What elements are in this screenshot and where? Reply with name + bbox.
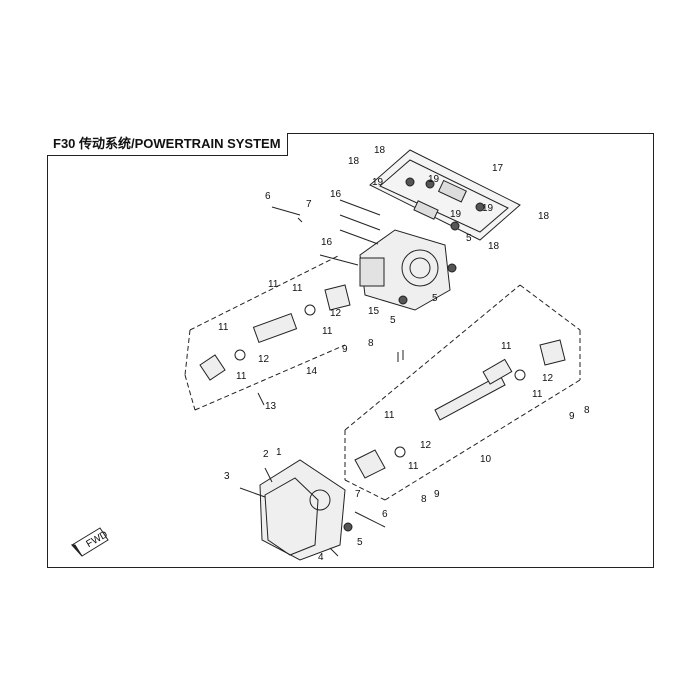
part-callout-9: 9 [569, 411, 575, 422]
bolt-3-part [239, 487, 266, 498]
part-callout-2: 2 [263, 449, 269, 460]
part-callout-13: 13 [265, 401, 277, 412]
part-callout-3: 3 [224, 471, 230, 482]
part-callout-11: 11 [384, 410, 395, 421]
bolt-4-part [329, 547, 339, 557]
part-callout-19: 19 [428, 174, 440, 185]
bolt-6-part [271, 206, 301, 216]
part-callout-11: 11 [501, 341, 512, 352]
bolt-13-part [257, 392, 265, 406]
bolt-6-lower-part [354, 511, 386, 528]
diagram-title: F30 传动系统/POWERTRAIN SYSTEM [47, 133, 288, 156]
part-callout-18: 18 [538, 211, 550, 222]
part-callout-9: 9 [434, 489, 440, 500]
part-callout-1: 1 [276, 447, 282, 458]
part-callout-16: 16 [330, 189, 342, 200]
part-callout-18: 18 [488, 241, 500, 252]
part-callout-5: 5 [466, 233, 472, 244]
part-callout-10: 10 [480, 454, 492, 465]
part-callout-5: 5 [357, 537, 363, 548]
part-callout-6: 6 [382, 509, 388, 520]
part-callout-7: 7 [306, 199, 312, 210]
part-callout-5: 5 [390, 315, 396, 326]
bolt-2-part [264, 467, 273, 483]
fwd-arrow-icon [70, 527, 109, 557]
part-callout-19: 19 [482, 203, 494, 214]
part-callout-16: 16 [321, 237, 333, 248]
part-callout-11: 11 [218, 322, 229, 333]
bolt-16-parts [319, 199, 381, 266]
drive-shaft-10-part [354, 339, 566, 479]
part-callout-18: 18 [374, 145, 386, 156]
part-callout-12: 12 [258, 354, 270, 365]
part-callout-6: 6 [265, 191, 271, 202]
part-callout-11: 11 [322, 326, 333, 337]
part-callout-11: 11 [268, 279, 279, 290]
part-callout-19: 19 [450, 209, 462, 220]
part-callout-8: 8 [368, 338, 374, 349]
part-callout-12: 12 [420, 440, 432, 451]
part-callout-9: 9 [342, 344, 348, 355]
part-callout-11: 11 [292, 283, 303, 294]
part-callout-12: 12 [542, 373, 554, 384]
part-callout-14: 14 [306, 366, 318, 377]
part-callout-7: 7 [355, 489, 361, 500]
diagram-frame [47, 133, 654, 568]
pin-7-part [297, 217, 303, 223]
front-differential-part [259, 459, 353, 561]
part-callout-11: 11 [236, 371, 247, 382]
rear-differential-part [359, 229, 457, 311]
part-callout-8: 8 [584, 405, 590, 416]
part-callout-5: 5 [432, 293, 438, 304]
part-callout-12: 12 [330, 308, 342, 319]
drive-shaft-14-part [199, 284, 351, 381]
part-callout-8: 8 [421, 494, 427, 505]
part-callout-11: 11 [408, 461, 419, 472]
part-callout-4: 4 [318, 552, 324, 563]
part-callout-15: 15 [368, 306, 380, 317]
part-callout-18: 18 [348, 156, 360, 167]
part-callout-11: 11 [532, 389, 543, 400]
assembly-14-outline [184, 254, 346, 411]
assembly-10-outline [344, 284, 581, 501]
mounting-bracket-part [369, 149, 521, 241]
part-callout-19: 19 [372, 177, 384, 188]
part-callout-17: 17 [492, 163, 504, 174]
